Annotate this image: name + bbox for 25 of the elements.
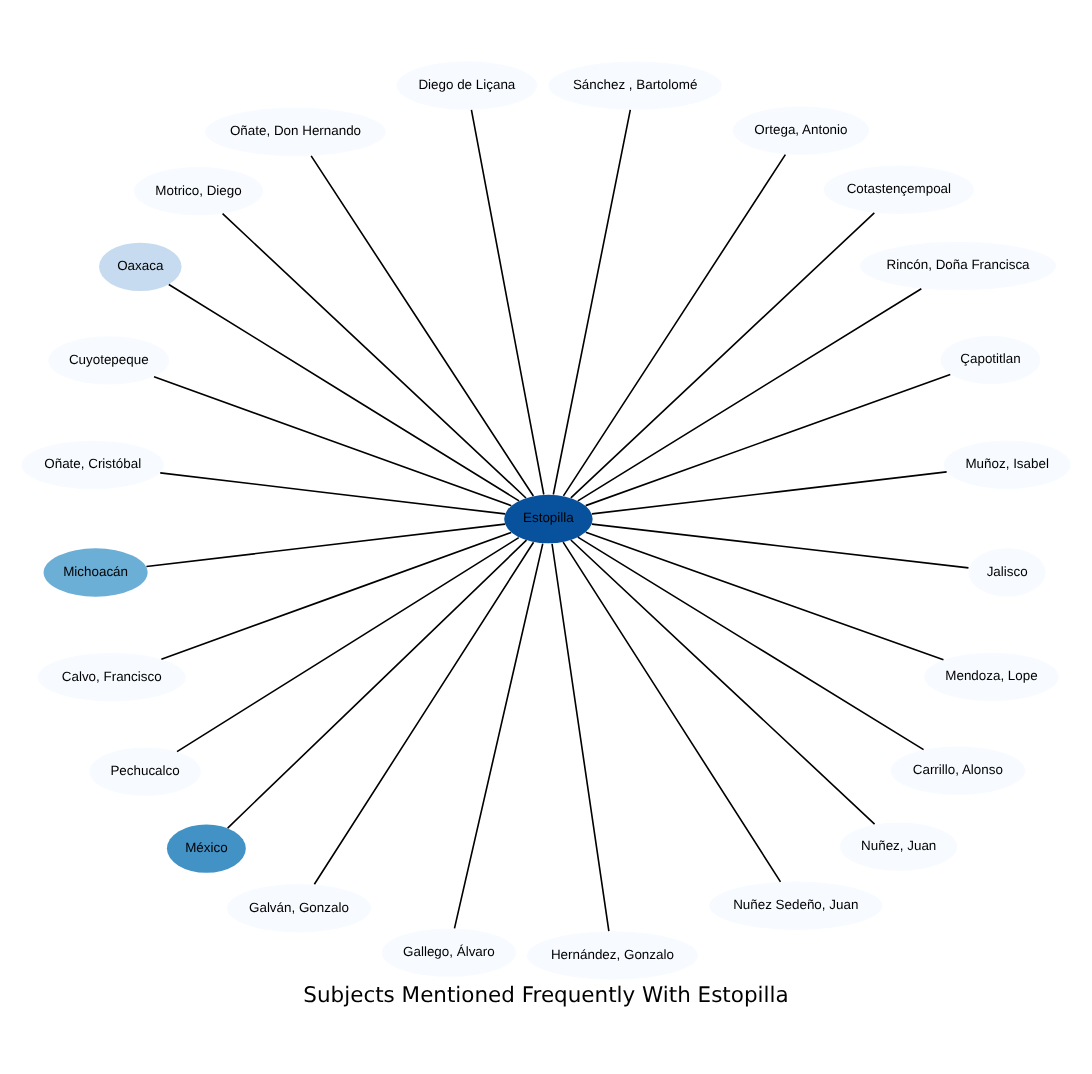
connector (585, 530, 945, 660)
connector (160, 530, 512, 660)
connector (313, 540, 535, 884)
connector (570, 538, 876, 824)
connector (562, 540, 782, 882)
connector (470, 108, 545, 495)
connector (570, 211, 876, 498)
connector (176, 535, 520, 752)
connector (145, 522, 506, 567)
connector (153, 374, 513, 506)
connector (591, 470, 948, 514)
diagram-title: Subjects Mentioned Frequently With Estopilla (303, 981, 789, 1008)
connector (168, 282, 520, 501)
connector (552, 108, 632, 495)
connector (221, 211, 527, 498)
connector (562, 152, 787, 496)
connector (577, 535, 925, 750)
connector (453, 541, 544, 929)
connector (551, 541, 610, 931)
connector (159, 471, 506, 514)
connector (226, 538, 528, 828)
connector (584, 372, 952, 506)
connector (577, 286, 923, 501)
connector (591, 522, 970, 568)
connector (310, 154, 535, 496)
